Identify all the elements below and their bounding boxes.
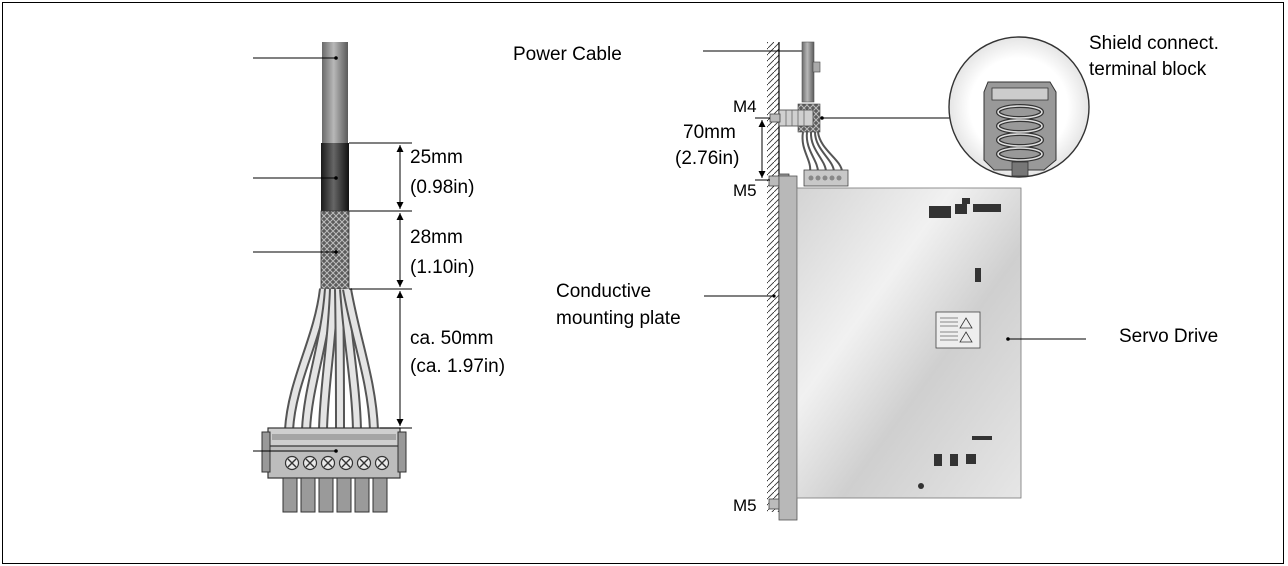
dim-shield-mm: 28mm [410, 227, 463, 248]
dim-wires-mm: ca. 50mm [410, 328, 494, 349]
servo-drive [778, 175, 1022, 521]
servo-drive-label: Servo Drive [1119, 326, 1219, 347]
dim-sleeve-inch: (0.98in) [410, 177, 475, 198]
power-cable-label: Power Cable [513, 44, 622, 65]
power-cable-top [778, 41, 849, 187]
plug-connector [261, 427, 407, 513]
mount-dist-mm: 70mm [683, 122, 736, 143]
dim-shield-inch: (1.10in) [410, 257, 475, 278]
m4-bolt [769, 113, 781, 123]
dimension-lines [349, 142, 412, 429]
cable-assembly [253, 42, 412, 513]
m5-top-label: M5 [733, 181, 757, 200]
dim-wires-inch: (ca. 1.97in) [410, 356, 506, 377]
mount-dist-inch: (2.76in) [675, 148, 740, 169]
mount-dimension [755, 117, 770, 181]
conductor-wires [284, 288, 379, 431]
plate-label-line1: Conductive [556, 281, 652, 302]
dim-sleeve-mm: 25mm [410, 147, 463, 168]
shield-label-line1: Shield connect. [1089, 33, 1219, 54]
plate-label-line2: mounting plate [556, 308, 681, 329]
drive-markings [918, 198, 1001, 489]
mounting-plate [767, 42, 780, 512]
m5-bottom-label: M5 [733, 496, 757, 515]
m4-label: M4 [733, 97, 757, 116]
left-leader-lines [253, 57, 336, 452]
shield-label-line2: terminal block [1089, 59, 1207, 80]
shield-terminal-detail [948, 36, 1090, 178]
